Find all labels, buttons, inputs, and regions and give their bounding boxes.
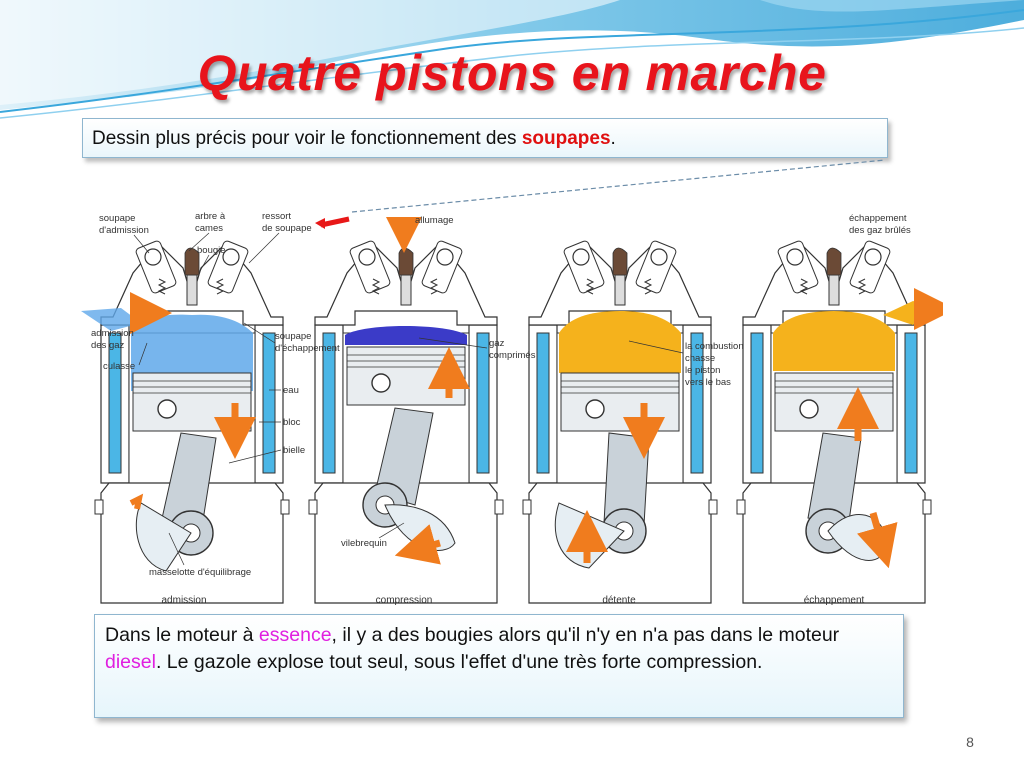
label-echap-gaz-1: échappement — [849, 213, 907, 224]
label-eau: eau — [283, 385, 299, 396]
subtitle-text: Dessin plus précis pour voir le fonction… — [92, 128, 522, 149]
label-soupape-echap-2: d'échappement — [275, 343, 340, 354]
label-culasse: culasse — [103, 361, 135, 372]
label-bloc: bloc — [283, 417, 301, 428]
label-bougie: bougie — [197, 245, 226, 256]
label-gaz-comp-1: gaz — [489, 338, 505, 349]
stage-label-compression: compression — [376, 595, 433, 606]
label-vilebrequin: vilebrequin — [341, 538, 387, 549]
label-bielle: bielle — [283, 445, 305, 456]
background-waves — [0, 0, 1024, 119]
label-echap-gaz-2: des gaz brûlés — [849, 225, 911, 236]
subtitle-highlight: soupapes — [521, 128, 611, 149]
label-masselotte: masselotte d'équilibrage — [149, 567, 251, 578]
label-admission-gaz-1: admission — [91, 328, 134, 339]
slide-title: Quatre pistons en marche — [197, 45, 827, 101]
stage-label-admission: admission — [161, 595, 206, 606]
note-box: Dans le moteur à essence, il y a des bou… — [94, 614, 904, 718]
note-essence: essence — [258, 624, 332, 646]
label-combustion-3: le piston — [685, 365, 720, 376]
label-ressort-2: de soupape — [262, 223, 312, 234]
label-ressort-1: ressort — [262, 211, 291, 222]
note-text-1: Dans le moteur à — [105, 624, 259, 646]
label-combustion-2: chasse — [685, 353, 715, 364]
label-soupape-echap-1: soupape — [275, 331, 311, 342]
dashed-pointer-line — [351, 159, 886, 213]
note-diesel: diesel — [105, 651, 156, 673]
label-arbre-1: arbre à — [195, 211, 226, 222]
stage-label-detente: détente — [602, 595, 636, 606]
subtitle-box: Dessin plus précis pour voir le fonction… — [82, 118, 888, 158]
subtitle-end: . — [610, 128, 616, 149]
label-arbre-2: cames — [195, 223, 223, 234]
label-combustion-4: vers le bas — [685, 377, 731, 388]
stage-label-echappement: échappement — [804, 595, 865, 606]
label-allumage: allumage — [415, 215, 454, 226]
label-admission-gaz-2: des gaz — [91, 340, 125, 351]
label-combustion-1: la combustion — [685, 341, 744, 352]
engine-diagram: soupape d'admission arbre à cames ressor… — [81, 211, 943, 606]
note-text-3: . Le gazole explose tout seul, sous l'ef… — [155, 651, 763, 673]
label-soupape-admission-1: soupape — [99, 213, 135, 224]
label-gaz-comp-2: comprimés — [489, 350, 536, 361]
label-soupape-admission-2: d'admission — [99, 225, 149, 236]
note-text-2: , il y a des bougies alors qu'il n'y en … — [331, 624, 840, 646]
page-number: 8 — [966, 734, 974, 750]
